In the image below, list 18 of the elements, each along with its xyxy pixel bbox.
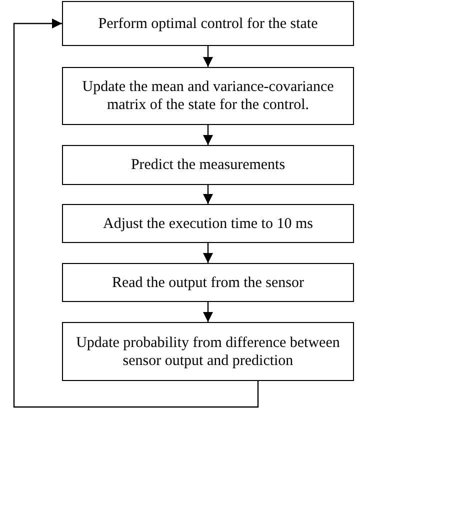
box-text: Read the output from the sensor bbox=[110, 274, 306, 292]
process-box bbox=[62, 204, 354, 243]
arrow bbox=[203, 125, 213, 145]
box-text: Adjust the execution time to 10 ms bbox=[102, 214, 314, 232]
box-text: Perform optimal control for the state bbox=[97, 14, 319, 32]
box-text: Predict the measurements bbox=[130, 156, 286, 174]
process-box bbox=[62, 145, 354, 185]
box-text: Update probability from difference between sensor output and prediction bbox=[75, 334, 341, 370]
box-text: Update the mean and variance-covariance matrix of the state for the control. bbox=[81, 78, 335, 114]
arrow bbox=[13, 18, 259, 408]
process-box bbox=[62, 322, 354, 381]
arrow bbox=[203, 185, 213, 204]
process-box bbox=[62, 1, 354, 46]
process-box bbox=[62, 263, 354, 302]
process-box bbox=[62, 67, 354, 125]
arrow bbox=[203, 46, 213, 67]
arrow bbox=[203, 243, 213, 263]
arrow bbox=[203, 302, 213, 322]
